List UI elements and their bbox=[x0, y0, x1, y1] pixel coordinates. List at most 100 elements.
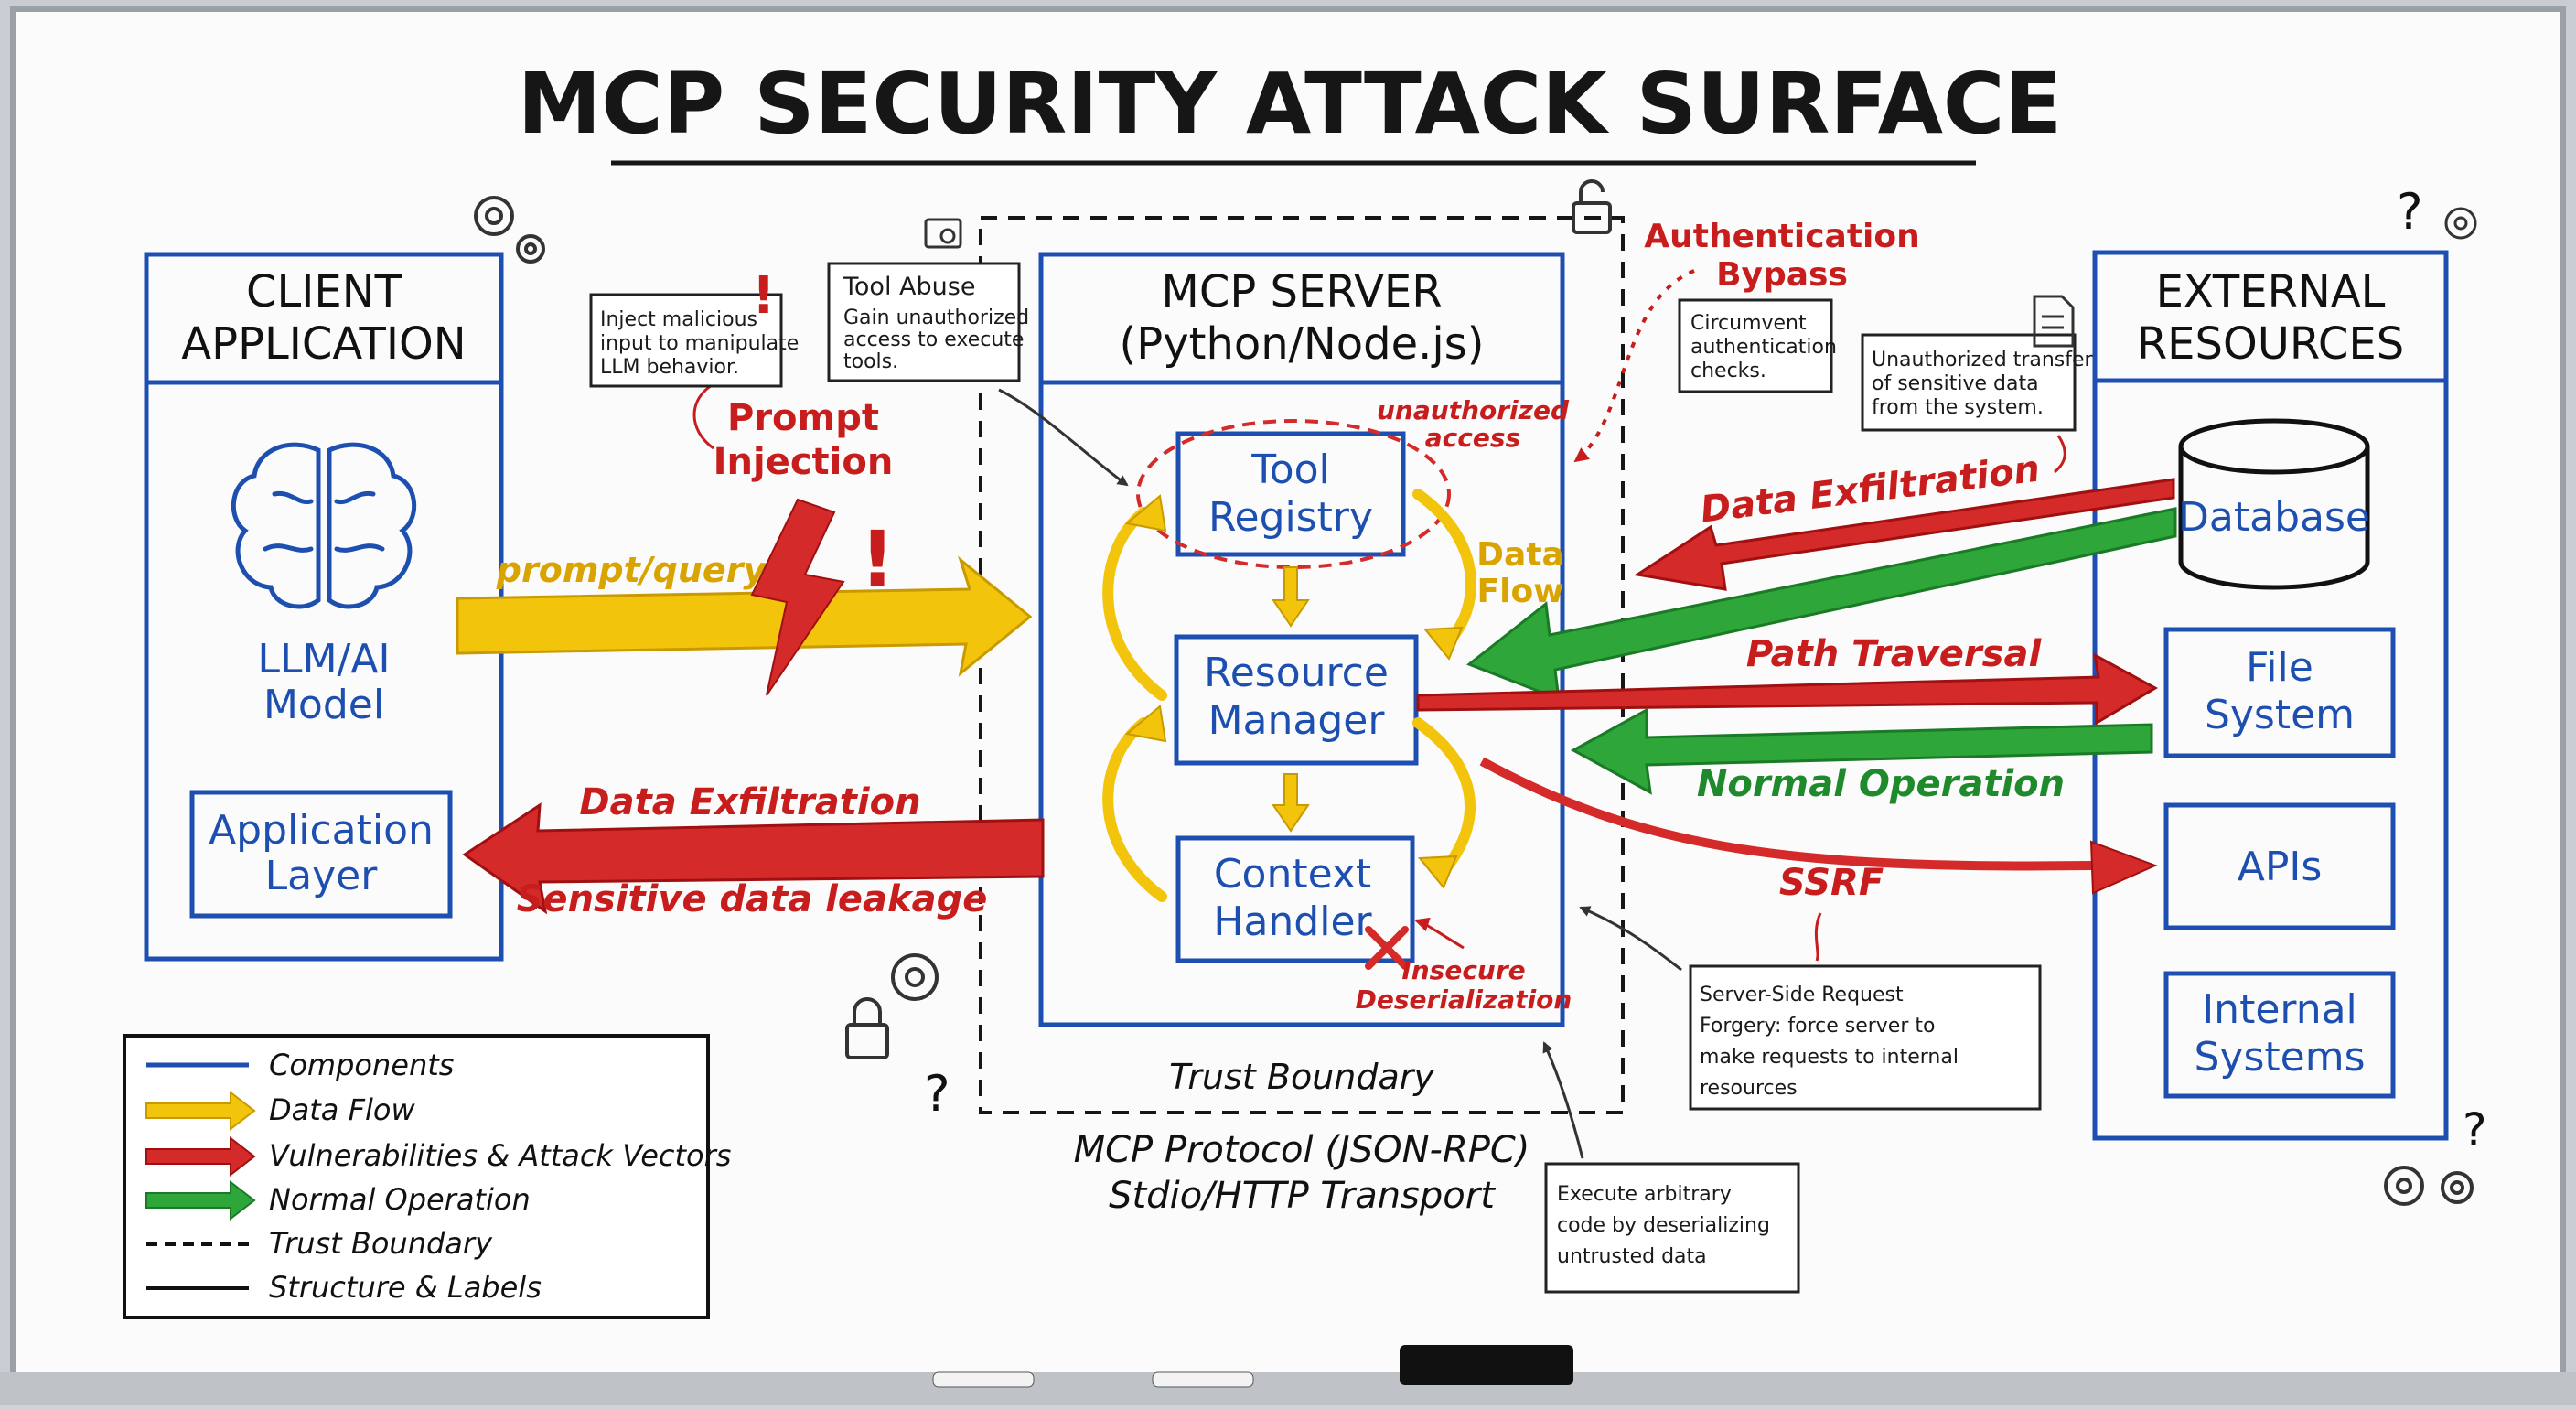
apis-label: APIs bbox=[2238, 844, 2323, 890]
ssrf-label: SSRF bbox=[1779, 862, 1884, 904]
question-icon: ? bbox=[2463, 1103, 2487, 1156]
question-icon: ? bbox=[2397, 183, 2423, 241]
note-tool-abuse: Tool Abuse Gain unauthorized access to e… bbox=[827, 262, 1029, 382]
lock-icon bbox=[845, 997, 889, 1059]
exclamation-icon: ! bbox=[860, 514, 895, 604]
client-title: CLIENT bbox=[246, 266, 402, 317]
note-line: Gain unauthorized bbox=[843, 307, 1029, 329]
document-icon bbox=[2033, 295, 2075, 348]
file-system-box: File System bbox=[2163, 627, 2396, 758]
note-deserialization: Execute arbitrary code by deserializing … bbox=[1544, 1162, 1800, 1294]
connector-line bbox=[1414, 917, 1465, 950]
prompt-query-arrow bbox=[456, 555, 1033, 677]
legend-label: Structure & Labels bbox=[269, 1270, 542, 1305]
resource-manager-box: Resource Manager bbox=[1174, 634, 1419, 766]
legend-label: Trust Boundary bbox=[269, 1226, 493, 1261]
auth-bypass-arrow bbox=[1573, 269, 1695, 463]
lock-icon bbox=[1572, 179, 1612, 234]
application-layer-box: Application Layer bbox=[189, 790, 453, 919]
internal-data-flow-arrows bbox=[1272, 566, 1310, 833]
ssrf-arrow-head bbox=[2089, 840, 2158, 895]
data-exfiltration-left-label: Data Exfiltration bbox=[579, 781, 920, 823]
cross-icon bbox=[1365, 926, 1409, 970]
curved-data-flow-arrows bbox=[1102, 489, 1476, 902]
legend-label: Components bbox=[269, 1048, 454, 1082]
normal-operation-label: Normal Operation bbox=[1697, 763, 2065, 805]
marker-pen bbox=[1152, 1371, 1254, 1388]
insecure-deserialization-label: Insecure bbox=[1401, 955, 1525, 985]
note-ssrf: Server-Side Request Forgery: force serve… bbox=[1689, 964, 2042, 1111]
legend-label: Vulnerabilities & Attack Vectors bbox=[269, 1138, 731, 1173]
unauthorized-access-label: unauthorized bbox=[1377, 395, 1570, 425]
external-title: EXTERNAL bbox=[2156, 266, 2386, 317]
tool-registry-box: Tool Registry bbox=[1175, 431, 1406, 557]
note-line: of sensitive data bbox=[1872, 372, 2039, 395]
tool-registry-label: Tool bbox=[1250, 446, 1329, 493]
prompt-query-label: prompt/query bbox=[496, 550, 768, 590]
note-line: Unauthorized transfer bbox=[1872, 349, 2094, 371]
legend: Components Data Flow Vulnerabilities & A… bbox=[123, 1034, 731, 1319]
data-flow-label: Data bbox=[1476, 536, 1564, 574]
note-line: resources bbox=[1700, 1077, 1798, 1100]
ssrf-arrow bbox=[1479, 757, 2096, 871]
connector-line bbox=[1814, 912, 1822, 962]
connector-line bbox=[998, 388, 1129, 487]
gear-icon bbox=[2384, 1166, 2474, 1206]
gear-icon bbox=[891, 953, 939, 1001]
auth-bypass-label: Authentication bbox=[1644, 218, 1919, 255]
note-line: access to execute bbox=[843, 328, 1024, 351]
curved-arrow-heads bbox=[1124, 494, 1464, 889]
connector-line bbox=[2054, 435, 2066, 474]
connector-line bbox=[1579, 906, 1682, 972]
note-line: Server-Side Request bbox=[1700, 984, 1904, 1006]
note-line: tools. bbox=[843, 350, 898, 373]
note-line: authentication bbox=[1690, 336, 1837, 359]
data-exfiltration-left-arrow bbox=[462, 802, 1045, 915]
external-resources-panel: EXTERNAL RESOURCES Database File System … bbox=[2092, 250, 2449, 1141]
note-line: Execute arbitrary bbox=[1557, 1183, 1732, 1206]
client-title: APPLICATION bbox=[181, 318, 466, 370]
legend-swatch-data-flow bbox=[145, 1090, 256, 1132]
legend-label: Normal Operation bbox=[269, 1182, 531, 1217]
internal-systems-label: Systems bbox=[2195, 1034, 2366, 1081]
internal-systems-box: Internal Systems bbox=[2163, 971, 2396, 1099]
protocol-label: MCP Protocol (JSON-RPC) bbox=[1074, 1129, 1530, 1171]
note-line: make requests to internal bbox=[1700, 1046, 1959, 1069]
gear-icon bbox=[924, 218, 962, 249]
note-line: Circumvent bbox=[1690, 312, 1807, 335]
note-line: LLM behavior. bbox=[600, 356, 739, 379]
application-layer-label: Application bbox=[209, 807, 434, 854]
auth-bypass-label: Bypass bbox=[1716, 256, 1848, 294]
note-title: Tool Abuse bbox=[843, 273, 975, 301]
normal-operation-database-arrow bbox=[1466, 507, 2177, 702]
eraser bbox=[1400, 1345, 1573, 1385]
resource-manager-label: Resource bbox=[1204, 650, 1389, 696]
insecure-deserialization-label: Deserialization bbox=[1356, 984, 1572, 1015]
marker-pen bbox=[932, 1371, 1035, 1388]
note-line: input to manipulate bbox=[600, 332, 799, 355]
database-node: Database bbox=[2178, 418, 2370, 590]
brain-icon bbox=[231, 442, 417, 609]
file-system-label: System bbox=[2205, 692, 2355, 738]
application-layer-label: Layer bbox=[265, 853, 379, 899]
server-title: MCP SERVER bbox=[1161, 266, 1442, 317]
database-label: Database bbox=[2178, 494, 2370, 541]
connector-line bbox=[1542, 1041, 1584, 1159]
exclamation-icon: ! bbox=[752, 266, 776, 326]
note-line: Inject malicious bbox=[600, 308, 757, 331]
data-flow-label: Flow bbox=[1477, 573, 1564, 610]
context-handler-label: Context bbox=[1214, 851, 1371, 898]
external-title: RESOURCES bbox=[2137, 318, 2404, 370]
data-exfiltration-right-arrow bbox=[1633, 478, 2175, 591]
server-subtitle: (Python/Node.js) bbox=[1120, 318, 1485, 370]
context-handler-box: Context Handler bbox=[1175, 835, 1415, 963]
note-line: code by deserializing bbox=[1557, 1214, 1770, 1237]
note-line: checks. bbox=[1690, 360, 1766, 382]
path-traversal-arrow bbox=[1416, 652, 2159, 726]
prompt-injection-label: Injection bbox=[714, 441, 894, 483]
context-handler-label: Handler bbox=[1213, 898, 1372, 945]
transport-label: Stdio/HTTP Transport bbox=[1109, 1175, 1496, 1217]
unauthorized-access-ring bbox=[1136, 419, 1451, 569]
